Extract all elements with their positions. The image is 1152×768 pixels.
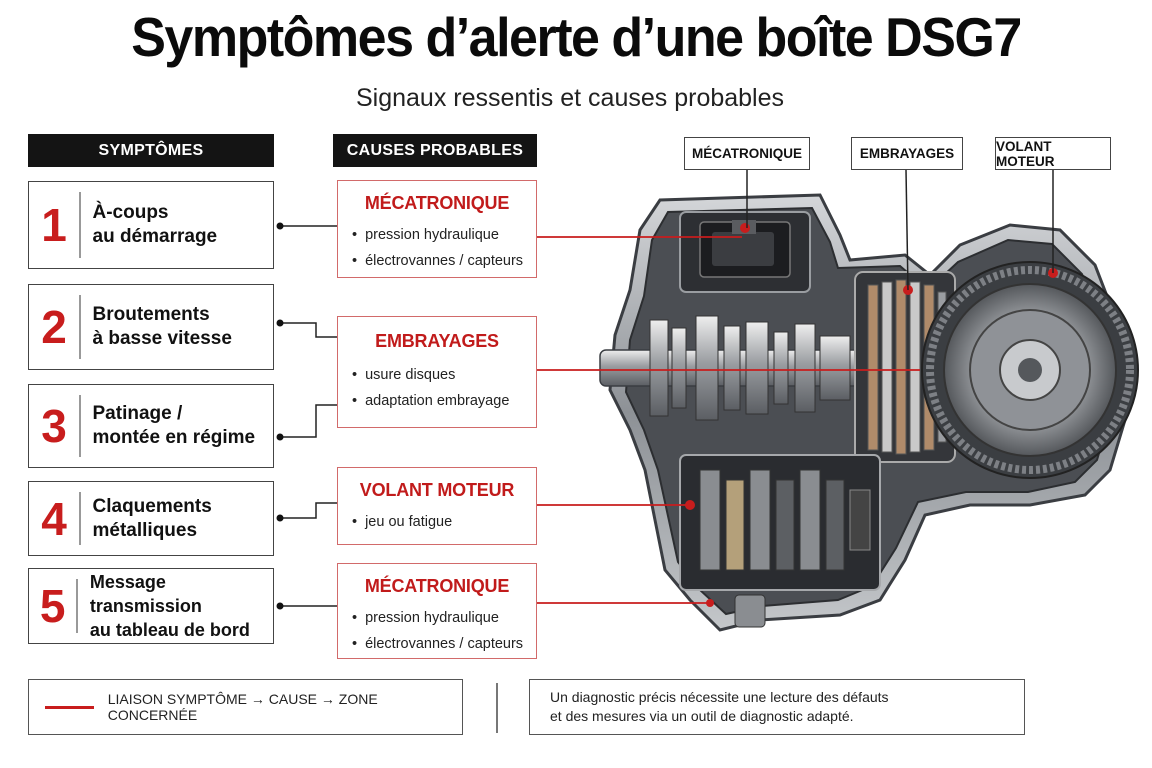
cause-item: électrovannes / capteurs: [352, 248, 536, 274]
note-line: et des mesures via un outil de diagnosti…: [550, 708, 854, 724]
cause-list: pression hydraulique électrovannes / cap…: [338, 222, 536, 274]
symptoms-column-header: SYMPTÔMES: [28, 134, 274, 167]
cause-list: pression hydraulique électrovannes / cap…: [338, 605, 536, 657]
symptom-number: 5: [39, 580, 66, 632]
symptom-label-line: À-coups: [92, 202, 169, 223]
symptom-label: Claquements métalliques: [81, 495, 212, 543]
cause-list: usure disques adaptation embrayage: [338, 362, 536, 414]
zone-label-mecatronique: MÉCATRONIQUE: [684, 137, 810, 170]
zone-dots: [685, 223, 1058, 607]
symptom-label-line: montée en régime: [92, 427, 256, 448]
cause-item: adaptation embrayage: [352, 388, 536, 414]
symptom-label: Broutements à basse vitesse: [81, 303, 232, 351]
cause-item: pression hydraulique: [352, 605, 536, 631]
symptom-card-3: 3 Patinage / montée en régime: [28, 384, 274, 468]
cause-card-volant-moteur: VOLANT MOTEUR jeu ou fatigue: [337, 467, 537, 545]
cause-card-mecatronique-2: MÉCATRONIQUE pression hydraulique électr…: [337, 563, 537, 659]
cause-item: électrovannes / capteurs: [352, 631, 536, 657]
cause-title: MÉCATRONIQUE: [364, 193, 510, 213]
flywheel: [921, 261, 1139, 479]
symptom-label-line: à basse vitesse: [92, 328, 232, 349]
zone-label-embrayages: EMBRAYAGES: [851, 137, 963, 170]
symptom-divider: [79, 295, 81, 359]
symptom-label-line: Claquements: [92, 495, 212, 517]
symptom-label-line: Broutements: [92, 304, 210, 325]
mecatronique-top-block: [679, 211, 811, 293]
note-line: Un diagnostic précis nécessite une lectu…: [550, 689, 889, 705]
symptom-card-2: 2 Broutements à basse vitesse: [28, 284, 274, 370]
symptom-label: À-coups au démarrage: [81, 201, 218, 249]
cause-item: pression hydraulique: [352, 222, 536, 248]
footer-divider: [496, 683, 498, 733]
symptom-label: Message transmission au tableau de bord: [78, 570, 273, 642]
cause-title: VOLANT MOTEUR: [359, 480, 515, 500]
symptom-cause-connectors: [280, 225, 337, 607]
cause-item: usure disques: [352, 362, 536, 388]
diagnostic-note: Un diagnostic précis nécessite une lectu…: [529, 679, 1025, 735]
cause-list: jeu ou fatigue: [338, 509, 536, 535]
legend-text: LIAISON SYMPTÔME → CAUSE → ZONE CONCERNÉ…: [107, 691, 378, 723]
zone-label-volant-moteur: VOLANT MOTEUR: [995, 137, 1111, 170]
symptom-divider: [76, 579, 78, 633]
symptom-card-4: 4 Claquements métalliques: [28, 481, 274, 556]
cause-title: MÉCATRONIQUE: [364, 576, 510, 596]
symptom-number: 1: [41, 199, 67, 251]
legend-box: LIAISON SYMPTÔME → CAUSE → ZONE CONCERNÉ…: [28, 679, 463, 735]
symptom-divider: [79, 395, 81, 457]
symptom-label: Patinage / montée en régime: [81, 402, 256, 450]
cause-zone-links: [537, 236, 920, 604]
mecatronique-bottom-block: [679, 454, 881, 628]
symptom-card-5: 5 Message transmission au tableau de bor…: [28, 568, 274, 644]
symptom-label-line: au tableau de bord: [89, 620, 250, 640]
symptom-label-line: métalliques: [92, 519, 198, 541]
cause-item: jeu ou fatigue: [352, 509, 536, 535]
cause-card-mecatronique: MÉCATRONIQUE pression hydraulique électr…: [337, 180, 537, 278]
symptom-label-line: au démarrage: [92, 226, 218, 247]
symptom-number: 2: [41, 301, 67, 353]
connector-dots: [276, 222, 284, 610]
zone-leader-lines: [746, 169, 1054, 291]
legend-red-line: [45, 705, 94, 709]
symptom-card-1: 1 À-coups au démarrage: [28, 181, 274, 269]
symptom-number: 3: [41, 400, 67, 452]
symptom-number: 4: [41, 492, 67, 545]
cause-card-embrayages: EMBRAYAGES usure disques adaptation embr…: [337, 316, 537, 428]
cause-title: EMBRAYAGES: [375, 331, 499, 351]
causes-column-header: CAUSES PROBABLES: [333, 134, 537, 167]
symptom-divider: [79, 492, 81, 545]
symptom-divider: [79, 192, 81, 258]
page-title: Symptômes d’alerte d’une boîte DSG7: [131, 7, 1022, 69]
symptom-label-line: Message transmission: [89, 572, 202, 616]
symptom-label-line: Patinage /: [92, 403, 183, 424]
page-subtitle: Signaux ressentis et causes probables: [355, 84, 785, 112]
